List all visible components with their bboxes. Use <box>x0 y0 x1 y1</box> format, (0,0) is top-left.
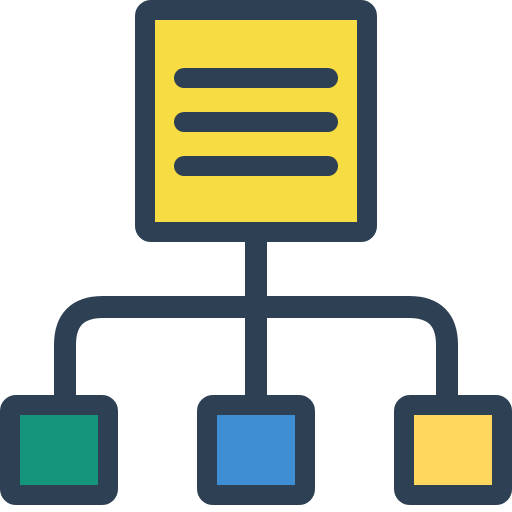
child-node-middle <box>197 395 315 505</box>
connector-lines <box>54 242 458 398</box>
root-node <box>135 0 377 242</box>
child-node-right <box>394 395 512 505</box>
child-nodes <box>0 395 512 505</box>
child-node-left <box>0 395 118 505</box>
document-lines-icon <box>174 68 338 176</box>
branch-line <box>54 296 458 398</box>
